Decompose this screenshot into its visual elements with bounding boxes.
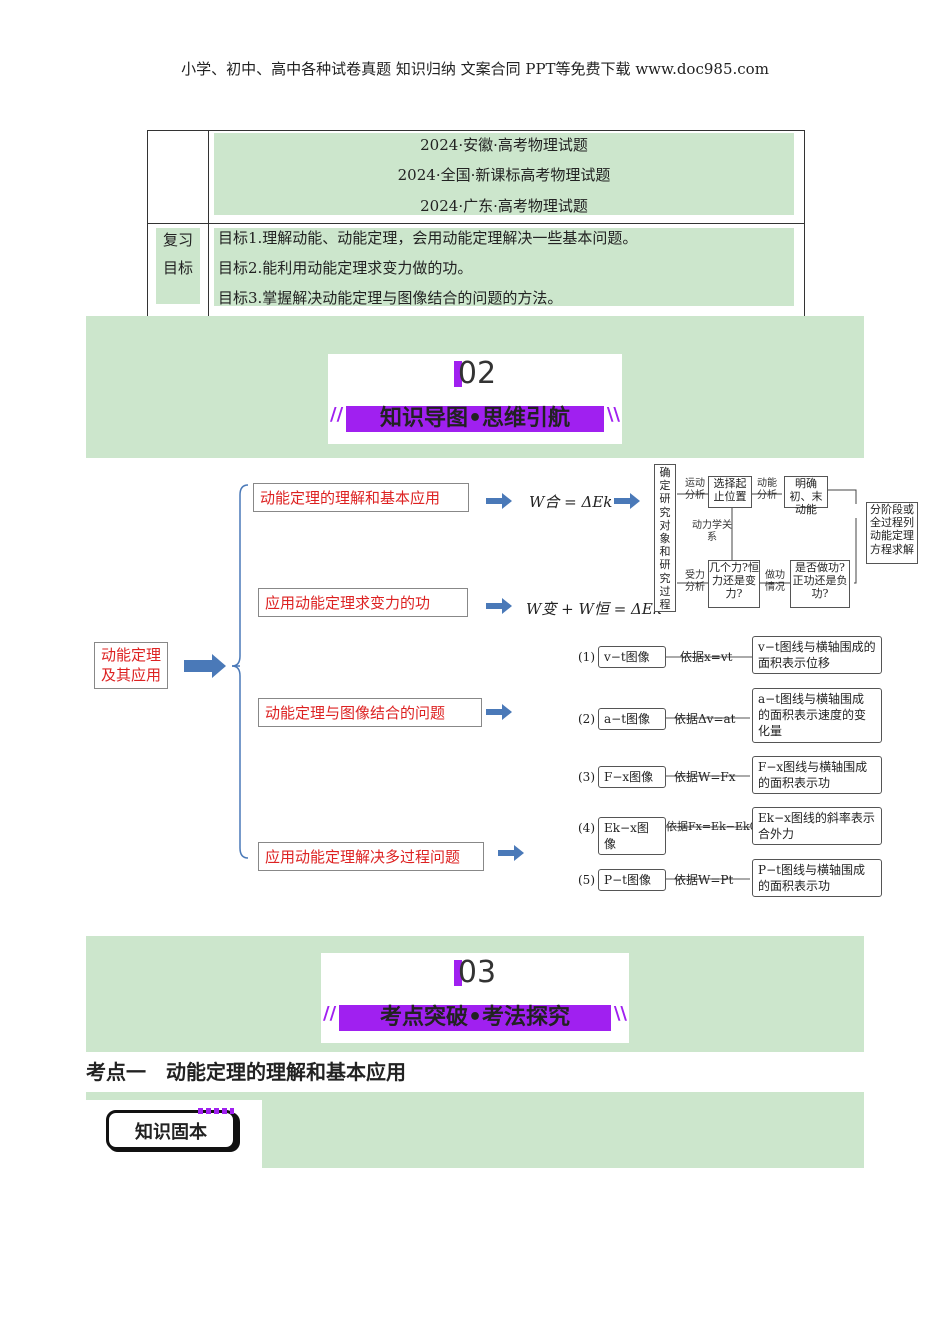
- goal-item: 目标3.掌握解决动能定理与图像结合的问题的方法。: [218, 289, 563, 307]
- formula-work-total: W合 = ΔEk: [529, 493, 613, 511]
- flow-label: 受力分析: [685, 570, 705, 593]
- badge-dots-icon: [198, 1108, 234, 1114]
- graph-type: Ek−x图像: [598, 817, 666, 856]
- flow-label: 动能分析: [757, 478, 777, 501]
- exam-item: 2024·广东·高考物理试题: [420, 197, 588, 215]
- flow-label: 做功情况: [765, 570, 785, 593]
- graph-meaning: P−t图线与横轴围成的面积表示功: [752, 859, 882, 898]
- slash-deco-icon: \\: [606, 404, 620, 425]
- badge-label: 知识固本: [135, 1122, 207, 1143]
- flow-box: 是否做功?正功还是负功?: [790, 560, 850, 608]
- banner-02: 02 知识导图•思维引航 // \\: [328, 354, 622, 444]
- flow-box: 几个力?恒力还是变力?: [708, 560, 760, 608]
- graph-type: F−x图像: [598, 766, 666, 789]
- graph-num: (4): [578, 821, 595, 835]
- graph-num: (3): [578, 770, 595, 784]
- goal-item: 目标1.理解动能、动能定理，会用动能定理解决一些基本问题。: [218, 229, 638, 247]
- mind-map-lines: [184, 484, 857, 880]
- graph-num: (2): [578, 712, 595, 726]
- branch-node-3: 动能定理与图像结合的问题: [258, 698, 482, 727]
- graph-num: (1): [578, 650, 595, 664]
- banner-03: 03 考点突破•考法探究 // \\: [321, 953, 629, 1043]
- review-label: 复习: [162, 231, 193, 249]
- root-node: 动能定理及其应用: [94, 642, 169, 689]
- branch-node-4: 应用动能定理解决多过程问题: [258, 842, 484, 871]
- branch-node-1: 动能定理的理解和基本应用: [253, 483, 469, 512]
- slash-deco-icon: //: [323, 1003, 337, 1024]
- flow-label: 动力学关系: [692, 520, 732, 543]
- graph-meaning: a−t图线与横轴围成的面积表示速度的变化量: [752, 688, 882, 743]
- badge-container: 知识固本: [86, 1100, 262, 1168]
- slash-deco-icon: //: [330, 404, 344, 425]
- graph-meaning: v−t图线与横轴围成的面积表示位移: [752, 636, 882, 675]
- banner-number: 03: [457, 955, 497, 990]
- graph-meaning: Ek−x图线的斜率表示合外力: [752, 807, 882, 846]
- flow-vertical-box: 确定研究对象和研究过程: [654, 464, 676, 612]
- graph-type: P−t图像: [598, 869, 666, 892]
- flow-label: 运动分析: [685, 478, 705, 501]
- section-heading: 考点一 动能定理的理解和基本应用: [86, 1060, 406, 1084]
- graph-basis: 依据x=vt: [680, 650, 733, 664]
- exam-goal-table: 2024·安徽·高考物理试题 2024·全国·新课标高考物理试题 2024·广东…: [147, 130, 805, 317]
- flow-result-box: 分阶段或全过程列动能定理方程求解: [866, 502, 918, 564]
- graph-meaning: F−x图线与横轴围成的面积表示功: [752, 756, 882, 795]
- banner-number: 02: [457, 356, 497, 391]
- flow-box: 明确初、末动能: [784, 476, 828, 516]
- exam-item: 2024·全国·新课标高考物理试题: [397, 166, 611, 184]
- graph-basis: 依据W=Pt: [674, 873, 734, 887]
- mind-map: 动能定理及其应用 动能定理的理解和基本应用 应用动能定理求变力的功 动能定理与图…: [86, 458, 918, 936]
- banner-title: 知识导图•思维引航: [379, 406, 571, 431]
- slash-deco-icon: \\: [613, 1003, 627, 1024]
- branch-node-2: 应用动能定理求变力的功: [258, 588, 468, 617]
- graph-type: a−t图像: [598, 708, 666, 731]
- exam-item: 2024·安徽·高考物理试题: [420, 136, 588, 154]
- graph-type: v−t图像: [598, 646, 666, 669]
- graph-basis: 依据Fx=Ek−Ek0: [666, 820, 757, 833]
- review-label: 目标: [162, 259, 193, 277]
- page-header: 小学、初中、高中各种试卷真题 知识归纳 文案合同 PPT等免费下载 www.do…: [181, 60, 769, 78]
- flow-box: 选择起止位置: [708, 476, 752, 508]
- graph-basis: 依据Δv=at: [674, 712, 736, 726]
- graph-basis: 依据W=Fx: [674, 770, 736, 784]
- banner-title: 考点突破•考法探究: [379, 1005, 571, 1030]
- graph-num: (5): [578, 873, 595, 887]
- goal-item: 目标2.能利用动能定理求变力做的功。: [218, 259, 473, 277]
- formula-work-variable: W变 + W恒 = ΔEk: [526, 600, 662, 618]
